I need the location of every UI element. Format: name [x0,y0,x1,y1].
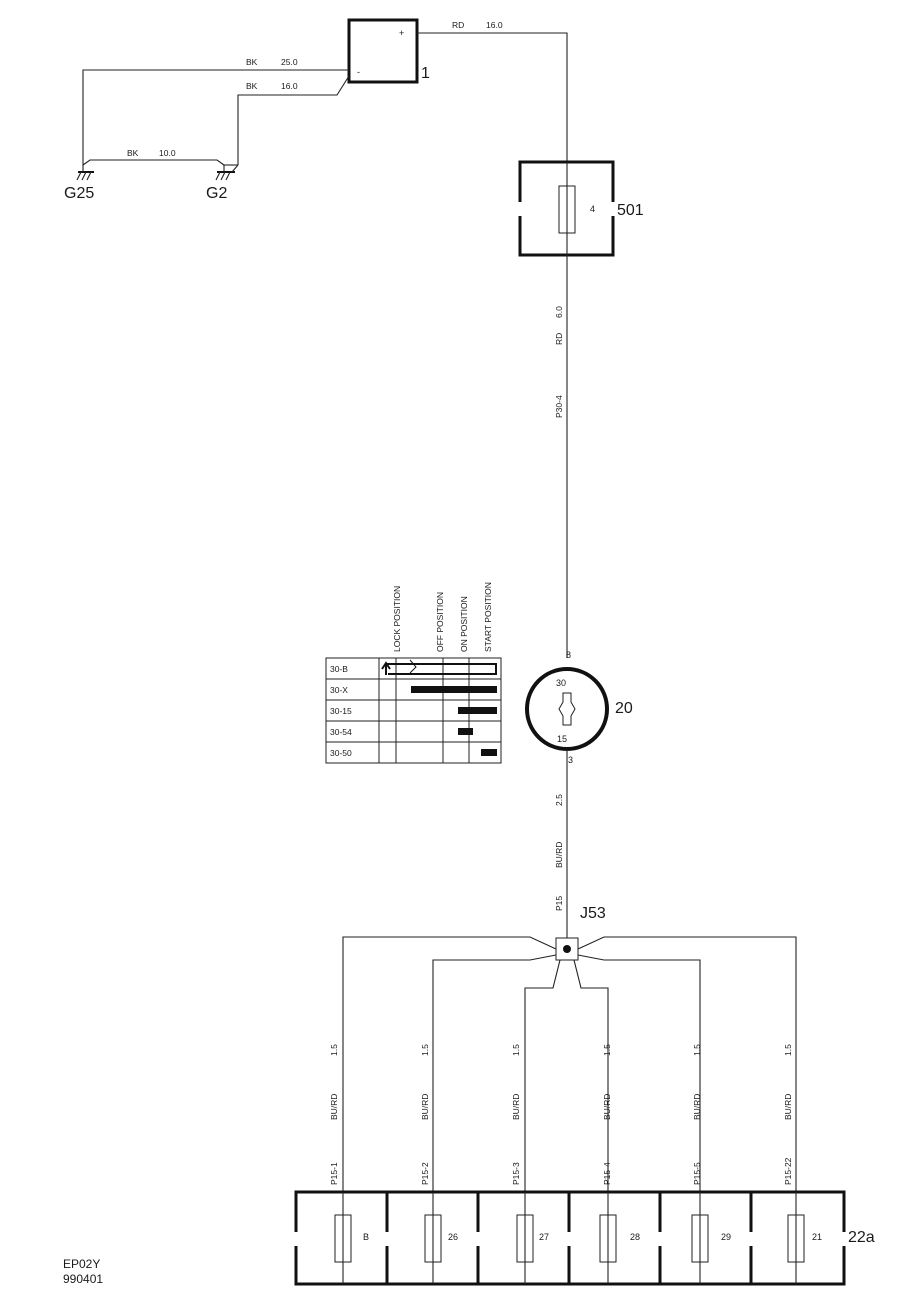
fuse-26-icon [424,1214,442,1263]
table-column-header: ON POSITION [459,596,469,652]
bar-30-15 [458,707,497,714]
svg-text:BU/RD: BU/RD [329,1094,339,1120]
battery-number: 1 [421,65,430,82]
wire-branch-p15-3[interactable] [524,959,561,1192]
wire-label: 10.0 [159,148,176,158]
fuse-number: 29 [721,1232,731,1242]
wire-battery-negative-g25[interactable] [82,69,349,165]
wire-label: BK [246,57,258,67]
fuse-28-icon [599,1214,617,1263]
battery[interactable]: + - [347,18,419,84]
table-row-label: 30-50 [330,748,352,758]
wire-label: BK [246,81,258,91]
ground-g2-label: G2 [206,185,227,202]
branch-labels: 1.5 BU/RD P15-1 1.5 BU/RD P15-2 1.5 BU/R… [329,1044,793,1185]
wire-label: 16.0 [281,81,298,91]
splice-j53-label: J53 [580,905,606,922]
switch-position-table [325,657,502,764]
wire-label: RD [452,20,464,30]
switch-terminal-top: 8 [566,650,571,660]
wire-label: BU/RD [554,842,564,868]
wire-battery-positive[interactable] [417,32,568,162]
wire-label: 6.0 [554,306,564,318]
splice-j53[interactable] [555,937,579,961]
svg-text:1.5: 1.5 [329,1044,339,1056]
fuse-27-icon [516,1214,534,1263]
fuse-box-22a[interactable] [292,1190,848,1286]
wire-label: P15 [554,896,564,911]
wire-branch-p15-4[interactable] [573,959,609,1192]
bar-30-54 [458,728,473,735]
fuse-box-501-number: 501 [617,202,644,219]
fuse-box-501[interactable] [516,160,617,257]
switch-label-30: 30 [556,678,566,688]
wire-branch-p15-5[interactable] [577,954,701,1192]
svg-text:P15-1: P15-1 [329,1162,339,1185]
svg-text:BU/RD: BU/RD [783,1094,793,1120]
wire-label: 25.0 [281,57,298,67]
battery-minus-terminal: - [357,67,360,77]
table-column-header: LOCK POSITION [392,586,402,652]
battery-plus-terminal: + [399,28,404,38]
fuse-number: 27 [539,1232,549,1242]
table-column-header: OFF POSITION [435,592,445,652]
table-row-label: 30-X [330,685,348,695]
svg-text:P15-5: P15-5 [692,1162,702,1185]
svg-text:1.5: 1.5 [420,1044,430,1056]
footer-code: EP02Y [63,1257,101,1271]
bar-30-x [411,686,497,693]
switch-label-15: 15 [557,734,567,744]
fuse-29-icon [691,1214,709,1263]
svg-text:BU/RD: BU/RD [692,1094,702,1120]
svg-text:1.5: 1.5 [783,1044,793,1056]
svg-text:1.5: 1.5 [692,1044,702,1056]
wire-ground-link[interactable] [82,159,225,166]
fuse-number: 28 [630,1232,640,1242]
table-row-label: 30-54 [330,727,352,737]
fuse-number: 4 [590,204,595,214]
svg-text:P15-2: P15-2 [420,1162,430,1185]
svg-text:1.5: 1.5 [511,1044,521,1056]
svg-text:P15-4: P15-4 [602,1162,612,1185]
fuse-box-22a-number: 22a [848,1229,875,1246]
fuse-number: 21 [812,1232,822,1242]
fuse-21-icon [787,1214,805,1263]
svg-text:BU/RD: BU/RD [602,1094,612,1120]
ground-g2-icon [215,164,239,181]
wire-label: P30-4 [554,395,564,418]
wire-label: 2.5 [554,794,564,806]
wire-label: BK [127,148,139,158]
wire-label: 16.0 [486,20,503,30]
svg-text:1.5: 1.5 [602,1044,612,1056]
table-row-label: 30-15 [330,706,352,716]
table-row-label: 30-B [330,664,348,674]
table-column-header: START POSITION [483,582,493,652]
key-icon [558,692,576,726]
fuse-number: 26 [448,1232,458,1242]
svg-text:BU/RD: BU/RD [511,1094,521,1120]
wire-branch-p15-1[interactable] [342,936,557,1192]
switch-terminal-bottom: 3 [568,755,573,765]
wire-label: RD [554,333,564,345]
svg-text:P15-22: P15-22 [783,1157,793,1185]
fuse-number: B [363,1232,369,1242]
ignition-switch-number: 20 [615,700,633,717]
footer-date: 990401 [63,1272,104,1286]
svg-text:P15-3: P15-3 [511,1162,521,1185]
fuse-b-icon [334,1214,352,1263]
bar-30-50 [481,749,497,756]
svg-text:BU/RD: BU/RD [420,1094,430,1120]
wire-branch-p15-2[interactable] [432,954,557,1192]
ground-g25-icon [76,165,94,181]
wire-battery-negative-g2[interactable] [237,75,350,165]
ground-g25-label: G25 [64,185,94,202]
wire-branch-p15-22[interactable] [577,936,797,1192]
